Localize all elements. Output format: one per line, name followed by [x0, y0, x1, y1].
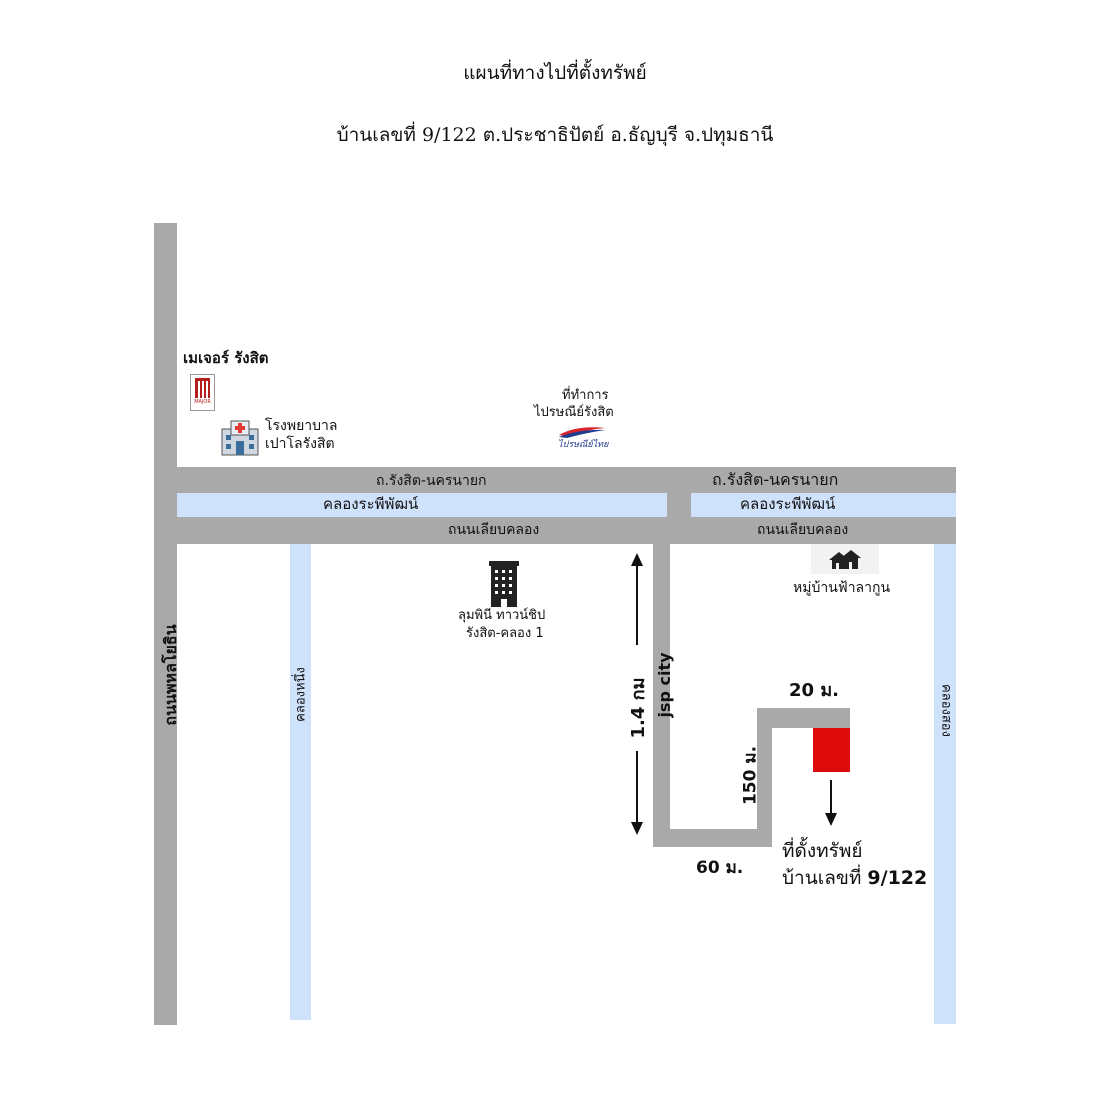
hospital-icon — [221, 420, 259, 456]
canal-service-road — [177, 517, 956, 544]
hospital-label-line1: โรงพยาบาล — [265, 418, 338, 434]
road-label-service-right: ถนนเลียบคลอง — [757, 522, 849, 538]
property-address: บ้านเลขที่ 9/122 — [782, 869, 927, 888]
major-logo-icon: MAJOR — [190, 374, 215, 411]
rapiphat-canal-left — [177, 493, 667, 517]
village-icon — [811, 544, 879, 574]
canal-label-khlong-2: คลองสอง — [938, 684, 954, 737]
condo-label-line2: รังสิต-คลอง 1 — [466, 626, 544, 641]
post-office-label-line2: ไปรษณีย์รังสิต — [534, 405, 614, 420]
property-house-number: 9/122 — [867, 867, 928, 889]
thailand-post-logo-icon — [559, 427, 605, 438]
major-rangsit-label: เมเจอร์ รังสิต — [183, 349, 269, 367]
hospital-label-line2: เปาโลรังสิต — [265, 436, 335, 452]
soi-length-arrow-icon — [631, 553, 643, 835]
phahonyothin-road — [154, 223, 177, 1025]
khlong-1-canal — [290, 544, 311, 1020]
major-logo-text: MAJOR — [194, 399, 211, 405]
distance-150m: 150 ม. — [740, 745, 761, 806]
khlong-2-canal — [934, 544, 956, 1024]
canal-label-rapiphat-right: คลองระพีพัฒน์ — [740, 495, 836, 513]
village-label: หมู่บ้านฟ้าลากูน — [793, 580, 891, 596]
canal-label-khlong-1: คลองหนึ่ง — [293, 667, 309, 722]
distance-60m: 60 ม. — [696, 858, 744, 878]
condo-building-icon — [489, 561, 519, 607]
road-label-rangsit-left: ถ.รังสิต-นครนายก — [376, 473, 487, 489]
page-subtitle: บ้านเลขที่ 9/122 ต.ประชาธิปัตย์ อ.ธัญบุร… — [336, 124, 774, 146]
road-label-phahonyothin: ถนนพหลโยธิน — [161, 624, 180, 726]
bridge — [667, 493, 691, 517]
condo-label-line1: ลุมพินี ทาวน์ชิป — [458, 608, 546, 623]
rangsit-nakhonnayok-road — [177, 467, 956, 493]
post-office-label-line1: ที่ทำการ — [562, 388, 609, 403]
property-address-prefix: บ้านเลขที่ — [782, 867, 868, 889]
canal-label-rapiphat-left: คลองระพีพัฒน์ — [323, 495, 419, 513]
page-title: แผนที่ทางไปที่ตั้งทรัพย์ — [463, 62, 647, 84]
rapiphat-canal-right — [691, 493, 956, 517]
soi-segment-60m — [653, 829, 772, 847]
property-arrow-icon — [825, 780, 837, 826]
property-marker — [813, 728, 850, 772]
distance-20m: 20 ม. — [789, 680, 840, 701]
thailand-post-logo-text: ไปรษณีย์ไทย — [558, 440, 609, 450]
road-label-rangsit-right: ถ.รังสิต-นครนายก — [712, 470, 839, 489]
property-label: ที่ดั้งทรัพย์ — [782, 840, 863, 862]
road-label-jsp-city: jsp city — [655, 652, 674, 718]
soi-segment-20m — [757, 708, 850, 728]
soi-segment-150m — [757, 708, 772, 847]
jsp-city-soi — [653, 544, 670, 847]
road-label-service-left: ถนนเลียบคลอง — [448, 522, 540, 538]
